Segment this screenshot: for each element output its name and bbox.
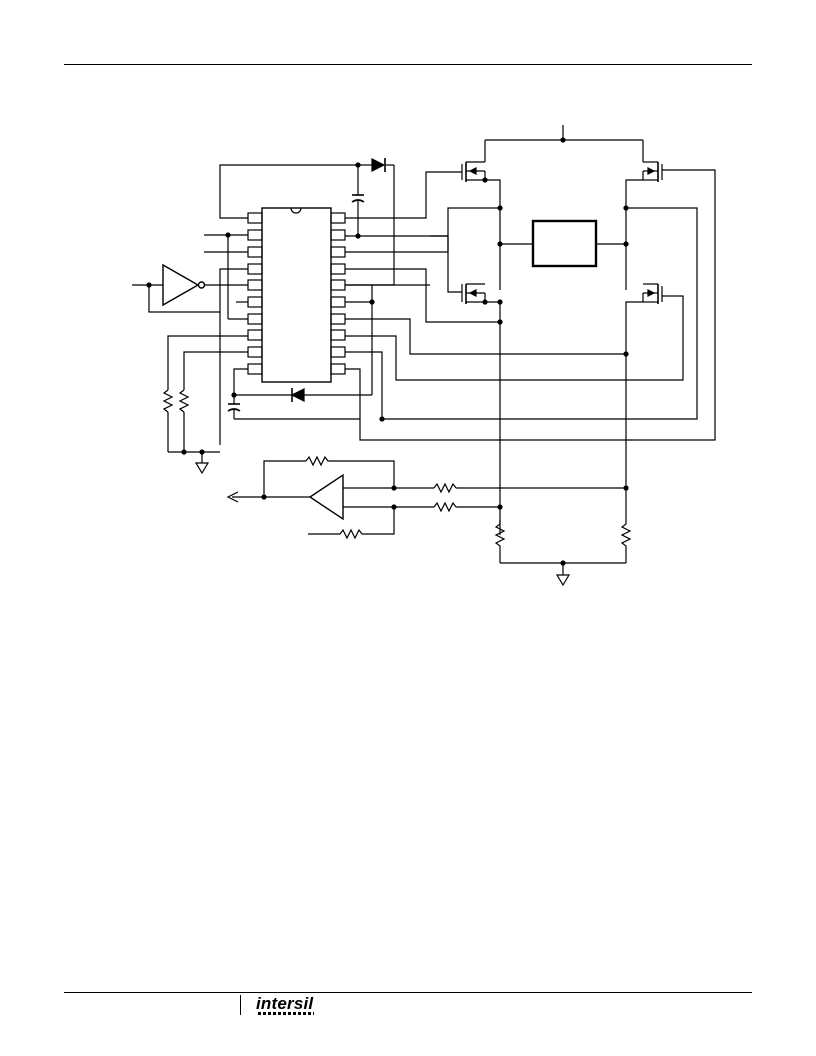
ground-icon xyxy=(194,462,210,475)
timing-resistor-1 xyxy=(162,389,174,413)
sense-resistor-left xyxy=(494,520,506,548)
bootstrap-capacitor-top xyxy=(351,194,365,203)
mosfet-low-side-left xyxy=(461,283,486,304)
footer-rule xyxy=(64,992,752,993)
wires xyxy=(132,125,716,575)
bootstrap-diode-top xyxy=(371,158,386,172)
driver-ic xyxy=(261,207,332,383)
ic-pin-stubs-right xyxy=(330,212,346,375)
mosfet-low-side-right xyxy=(642,283,663,304)
ic-pin-stubs-left xyxy=(247,212,263,375)
bootstrap-capacitor-bottom xyxy=(227,403,241,412)
sense-resistor-right xyxy=(620,520,632,548)
load-block xyxy=(531,219,598,268)
input-resistor-top xyxy=(433,482,457,494)
output-arrow-icon xyxy=(226,491,239,503)
input-resistor-bottom xyxy=(433,501,457,513)
mosfet-high-side-left xyxy=(461,161,486,182)
junction-dots xyxy=(146,137,629,566)
mosfet-high-side-right xyxy=(642,161,663,182)
intersil-logo: intersil xyxy=(256,994,314,1015)
inverter-buffer xyxy=(162,263,206,307)
logo-underline xyxy=(258,1012,314,1015)
current-sense-op-amp xyxy=(308,473,344,521)
footer-divider xyxy=(240,995,241,1015)
logo-text: intersil xyxy=(256,994,314,1013)
reference-resistor xyxy=(339,528,363,540)
bootstrap-diode-bottom xyxy=(290,388,305,402)
header-rule xyxy=(64,64,752,65)
feedback-resistor xyxy=(305,455,330,467)
ground-icon xyxy=(555,574,571,587)
timing-resistor-2 xyxy=(178,389,190,413)
